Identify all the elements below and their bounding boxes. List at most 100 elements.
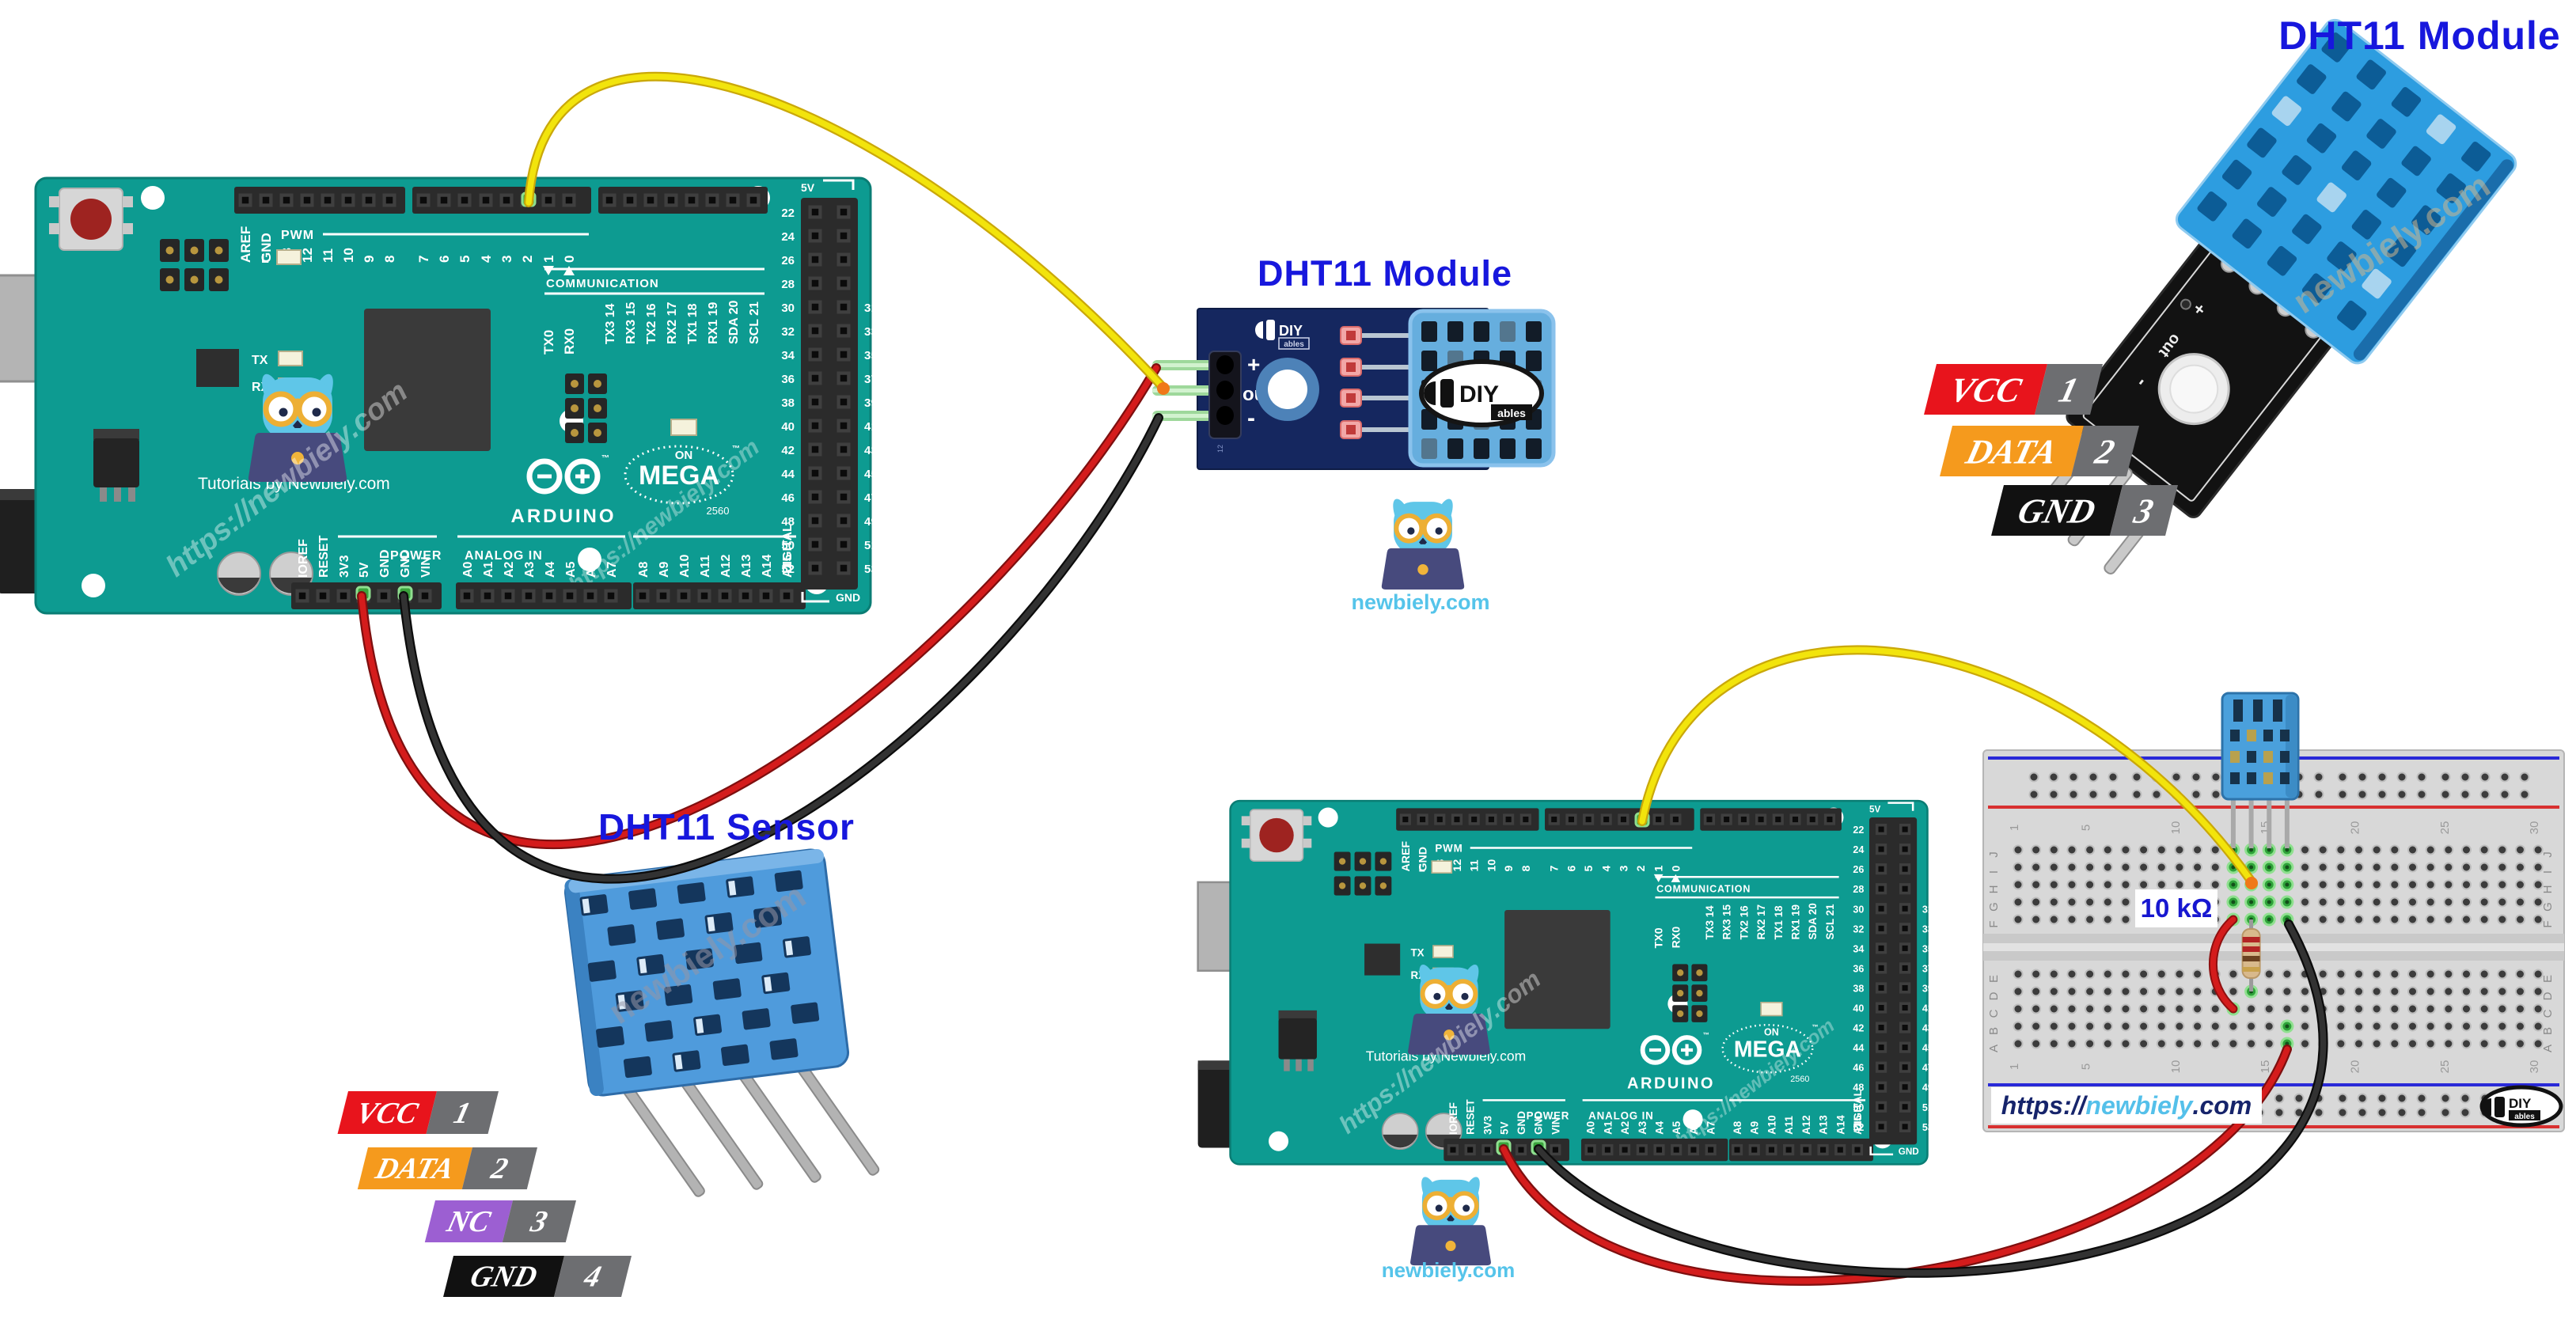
photo-sensor xyxy=(2175,18,2517,365)
svg-text:46: 46 xyxy=(781,491,795,505)
svg-text:ON: ON xyxy=(1764,1027,1779,1038)
svg-text:4: 4 xyxy=(479,255,494,263)
svg-text:37: 37 xyxy=(1922,963,1933,974)
svg-text:12: 12 xyxy=(300,248,315,263)
svg-text:3V3: 3V3 xyxy=(1481,1116,1493,1135)
red-jumper xyxy=(2210,916,2236,1012)
svg-text:VIN: VIN xyxy=(1550,1117,1561,1135)
svg-text:44: 44 xyxy=(781,468,795,481)
owl-on-board xyxy=(1408,965,1490,1055)
svg-text:5: 5 xyxy=(2080,1063,2093,1070)
svg-text:A2: A2 xyxy=(1619,1121,1631,1135)
svg-text:12: 12 xyxy=(1451,859,1464,872)
svg-text:GND: GND xyxy=(1533,1111,1545,1135)
svg-text:22: 22 xyxy=(781,207,795,220)
svg-text:SCL 21: SCL 21 xyxy=(748,301,761,344)
svg-text:VCC: VCC xyxy=(353,1097,423,1129)
arduino-mega-top: AREFGND131211109876543210TX0RX0TX3 14RX3… xyxy=(0,176,878,615)
svg-text:G: G xyxy=(2541,902,2555,912)
svg-text:B: B xyxy=(1987,1027,2001,1035)
svg-text:41: 41 xyxy=(864,420,878,434)
svg-text:43: 43 xyxy=(1922,1023,1933,1034)
svg-text:TX3 14: TX3 14 xyxy=(604,303,617,344)
svg-text:26: 26 xyxy=(781,254,795,267)
svg-text:H: H xyxy=(2541,885,2555,894)
svg-text:0: 0 xyxy=(1670,866,1683,872)
svg-text:A0: A0 xyxy=(1585,1121,1597,1135)
svg-text:ARDUINO: ARDUINO xyxy=(1627,1075,1715,1092)
svg-text:24: 24 xyxy=(781,230,795,244)
svg-text:DIY: DIY xyxy=(2509,1096,2532,1111)
svg-text:32: 32 xyxy=(781,325,795,339)
svg-text:5V: 5V xyxy=(358,562,371,578)
svg-text:2: 2 xyxy=(1635,866,1648,872)
svg-text:GND: GND xyxy=(2014,491,2100,530)
resistor-value-label: 10 kΩ xyxy=(2135,889,2217,927)
svg-text:43: 43 xyxy=(864,444,878,457)
title-module-photo: DHT11 Module xyxy=(2278,13,2561,58)
svg-text:39: 39 xyxy=(864,396,878,410)
svg-text:30: 30 xyxy=(2528,821,2541,835)
led-tx xyxy=(278,351,303,366)
svg-text:45: 45 xyxy=(1922,1043,1933,1054)
svg-text:5V: 5V xyxy=(801,181,815,194)
svg-text:5V: 5V xyxy=(1869,804,1881,814)
owl-on-board xyxy=(248,373,347,482)
wire-black-bottom xyxy=(1535,921,2327,1276)
svg-text:A12: A12 xyxy=(1800,1115,1812,1135)
svg-text:36: 36 xyxy=(1853,963,1864,974)
svg-text:49: 49 xyxy=(1922,1082,1933,1094)
svg-text:™: ™ xyxy=(1703,1030,1709,1038)
svg-text:15: 15 xyxy=(2259,1060,2272,1074)
svg-text:10: 10 xyxy=(1485,859,1498,872)
arduino-mega-board-bottom: AREFGND131211109876543210TX0RX0TX3 14RX3… xyxy=(1197,799,1933,1166)
breadboard-url-box: https://newbiely.com xyxy=(1991,1087,2262,1124)
svg-text:A13: A13 xyxy=(1818,1115,1830,1135)
svg-text:5: 5 xyxy=(2080,825,2093,831)
svg-text:31: 31 xyxy=(864,301,878,315)
svg-text:RX3 15: RX3 15 xyxy=(624,302,638,344)
svg-text:A15: A15 xyxy=(781,555,795,578)
svg-text:GND: GND xyxy=(259,233,274,263)
mounting-hole xyxy=(1269,1131,1289,1151)
svg-text:51: 51 xyxy=(1922,1102,1933,1113)
svg-text:NC: NC xyxy=(443,1206,495,1238)
mcu-chip xyxy=(1504,909,1610,1029)
wire-yellow-top xyxy=(525,74,1167,391)
svg-text:RX3 15: RX3 15 xyxy=(1721,904,1733,939)
wire-yellow-bottom xyxy=(1639,646,2255,885)
svg-text:28: 28 xyxy=(781,278,795,291)
pullup-resistor xyxy=(2241,919,2261,991)
svg-text:RX1 19: RX1 19 xyxy=(707,302,720,344)
svg-text:1: 1 xyxy=(2008,825,2021,831)
svg-text:A4: A4 xyxy=(1654,1120,1666,1135)
svg-text:VCC: VCC xyxy=(1946,370,2026,409)
svg-text:8: 8 xyxy=(1520,866,1533,872)
svg-text:B: B xyxy=(2541,1027,2555,1035)
svg-text:TX0: TX0 xyxy=(541,330,556,354)
title-sensor-photo: DHT11 Sensor xyxy=(598,806,855,847)
svg-text:GND: GND xyxy=(1516,1111,1527,1135)
svg-text:ON: ON xyxy=(675,449,693,462)
svg-text:A1: A1 xyxy=(482,561,495,578)
svg-text:DIGITAL: DIGITAL xyxy=(1852,1090,1864,1131)
svg-text:49: 49 xyxy=(864,515,878,529)
led-on xyxy=(1760,1002,1783,1017)
svg-text:ANALOG IN: ANALOG IN xyxy=(1588,1110,1653,1122)
svg-text:A6: A6 xyxy=(1688,1121,1700,1135)
svg-text:E: E xyxy=(1987,975,2001,983)
svg-text:3: 3 xyxy=(1618,866,1630,872)
led-l xyxy=(276,249,302,265)
svg-text:A3: A3 xyxy=(1637,1121,1648,1135)
svg-text:AREF: AREF xyxy=(1400,841,1413,872)
svg-text:34: 34 xyxy=(1853,943,1864,954)
svg-text:0: 0 xyxy=(562,256,577,263)
svg-text:ANALOG IN: ANALOG IN xyxy=(465,549,543,563)
